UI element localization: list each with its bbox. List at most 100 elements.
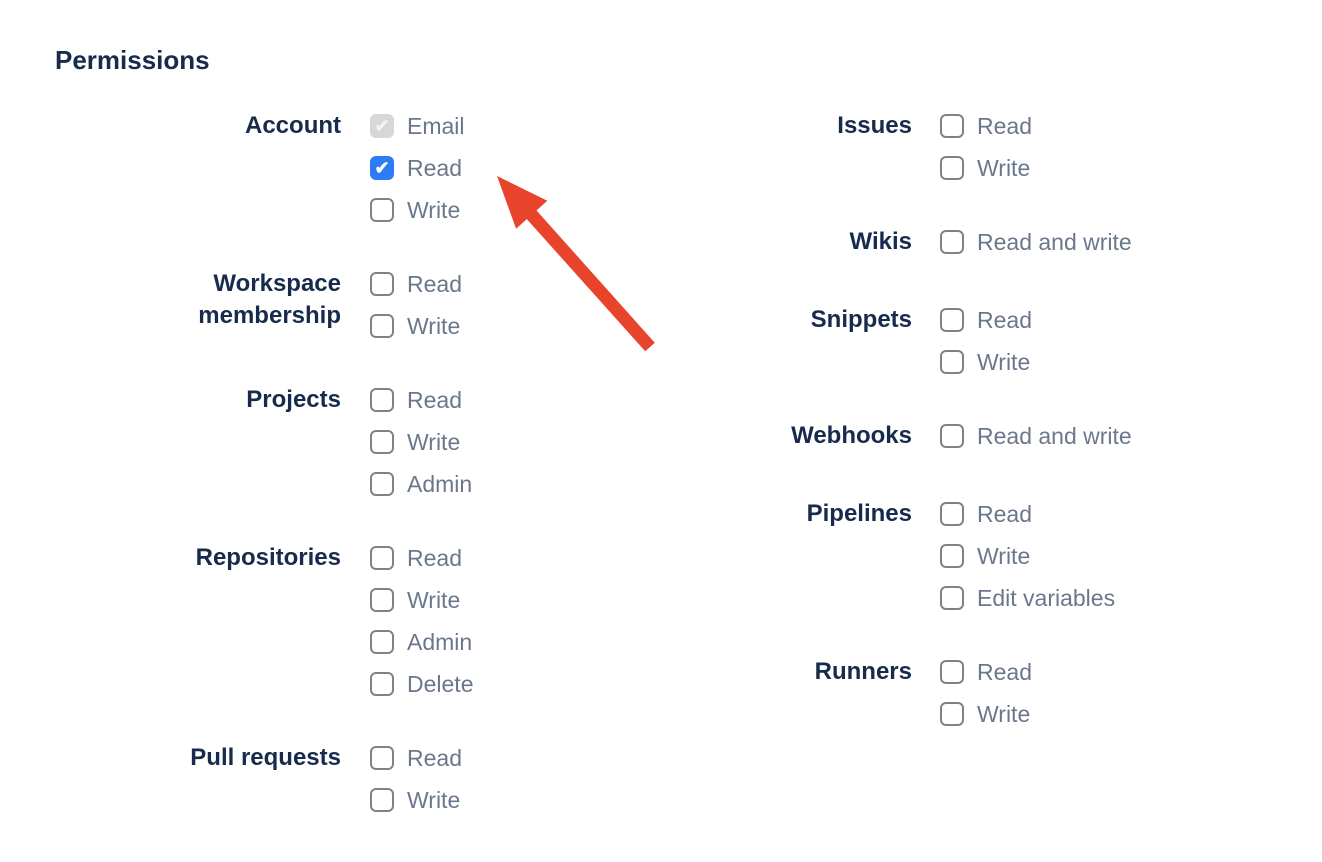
permission-option: Edit variables	[940, 584, 1116, 611]
group-label-issues: Issues	[837, 112, 912, 139]
group-label-repositories: Repositories	[195, 544, 341, 571]
permission-option: Write	[370, 197, 465, 223]
checkbox-snippets-read[interactable]	[940, 308, 964, 332]
checkbox-label-pipelines-write: Write	[977, 542, 1031, 569]
group-pull-requests-options: Read Write	[370, 744, 462, 813]
permission-option: Read	[370, 744, 462, 771]
group-pipelines: Pipelines Read Write Edit variables	[690, 500, 1132, 611]
checkbox-wikis-read-and-write[interactable]	[940, 230, 964, 254]
group-repositories-options: Read Write Admin Delete	[370, 544, 474, 697]
checkbox-repositories-write[interactable]	[370, 588, 394, 612]
checkbox-repositories-admin[interactable]	[370, 630, 394, 654]
permission-option: Read	[940, 306, 1032, 333]
checkbox-workspace-membership-write[interactable]	[370, 314, 394, 338]
permission-option: Admin	[370, 628, 473, 655]
checkbox-projects-write[interactable]	[370, 430, 394, 454]
checkbox-label-repositories-write: Write	[407, 586, 461, 613]
checkbox-label-webhooks-read-and-write: Read and write	[977, 422, 1132, 449]
permission-option: Read and write	[940, 422, 1132, 449]
permission-option: Write	[940, 700, 1032, 727]
checkbox-label-snippets-read: Read	[977, 306, 1032, 333]
checkbox-label-pipelines-edit-variables: Edit variables	[977, 584, 1116, 611]
group-wikis-options: Read and write	[940, 228, 1132, 258]
permission-option: Write	[370, 428, 472, 455]
checkbox-webhooks-read-and-write[interactable]	[940, 424, 964, 448]
checkbox-label-projects-write: Write	[407, 428, 461, 455]
checkbox-label-repositories-read: Read	[407, 544, 462, 571]
permission-option: Write	[370, 312, 462, 339]
checkbox-projects-read[interactable]	[370, 388, 394, 412]
checkbox-issues-write[interactable]	[940, 156, 964, 180]
checkbox-workspace-membership-read[interactable]	[370, 272, 394, 296]
checkbox-account-write[interactable]	[370, 198, 394, 222]
permission-option: Read	[370, 386, 472, 413]
checkbox-label-wikis-read-and-write: Read and write	[977, 228, 1132, 255]
checkbox-label-runners-read: Read	[977, 658, 1032, 685]
group-label-webhooks: Webhooks	[791, 422, 912, 449]
group-webhooks-options: Read and write	[940, 422, 1132, 452]
group-snippets-options: Read Write	[940, 306, 1032, 375]
group-runners-options: Read Write	[940, 658, 1032, 727]
permission-option: Read	[370, 544, 473, 571]
checkbox-label-account-email: Email	[407, 112, 465, 139]
group-account: Account Email Read Write	[55, 112, 473, 223]
group-projects-options: Read Write Admin	[370, 386, 472, 497]
checkbox-repositories-delete[interactable]	[370, 672, 394, 696]
group-repositories: Repositories Read Write Admin Delete	[55, 544, 474, 697]
checkbox-issues-read[interactable]	[940, 114, 964, 138]
checkbox-label-projects-read: Read	[407, 386, 462, 413]
checkbox-label-snippets-write: Write	[977, 348, 1031, 375]
permission-option: Write	[370, 586, 473, 613]
checkbox-label-pull-requests-read: Read	[407, 744, 462, 771]
group-label-projects: Projects	[246, 386, 341, 413]
checkbox-projects-admin[interactable]	[370, 472, 394, 496]
permission-option: Admin	[370, 471, 472, 497]
checkbox-account-read[interactable]	[370, 156, 394, 180]
permission-option: Write	[940, 542, 1115, 569]
checkbox-label-repositories-admin: Admin	[407, 628, 473, 655]
group-issues-options: Read Write	[940, 112, 1032, 181]
checkbox-pipelines-edit-variables[interactable]	[940, 586, 964, 610]
group-projects: Projects Read Write Admin	[55, 386, 473, 497]
checkbox-pipelines-write[interactable]	[940, 544, 964, 568]
checkbox-runners-write[interactable]	[940, 702, 964, 726]
permission-option: Write	[370, 786, 462, 813]
group-label-runners: Runners	[814, 658, 912, 685]
checkbox-runners-read[interactable]	[940, 660, 964, 684]
checkbox-pipelines-read[interactable]	[940, 502, 964, 526]
permission-option: Write	[940, 154, 1032, 181]
page-title: Permissions	[55, 45, 210, 75]
checkbox-label-runners-write: Write	[977, 700, 1031, 727]
permission-option: Read and write	[940, 228, 1132, 255]
permission-option: Read	[370, 154, 465, 181]
group-label-pull-requests: Pull requests	[190, 744, 341, 771]
permission-option: Write	[940, 348, 1032, 375]
group-label-snippets: Snippets	[810, 306, 912, 333]
checkbox-label-pipelines-read: Read	[977, 500, 1032, 527]
group-snippets: Snippets Read Write	[690, 306, 1132, 375]
checkbox-label-workspace-membership-read: Read	[407, 270, 462, 297]
checkbox-label-workspace-membership-write: Write	[407, 312, 461, 339]
checkbox-label-repositories-delete: Delete	[407, 670, 474, 697]
permission-option: Read	[940, 112, 1032, 139]
checkbox-label-pull-requests-write: Write	[407, 786, 461, 813]
checkbox-snippets-write[interactable]	[940, 350, 964, 374]
checkbox-label-issues-read: Read	[977, 112, 1032, 139]
group-label-wikis: Wikis	[849, 228, 912, 255]
group-workspace-membership: Workspace membership Read Write	[55, 270, 473, 339]
permission-option: Email	[370, 112, 465, 139]
checkbox-label-issues-write: Write	[977, 154, 1031, 181]
permission-option: Read	[940, 500, 1115, 527]
group-wikis: Wikis Read and write	[690, 228, 1132, 258]
group-label-pipelines: Pipelines	[806, 500, 912, 527]
permission-option: Delete	[370, 670, 474, 697]
checkbox-label-account-read: Read	[407, 154, 462, 181]
permissions-column-left: Account Email Read Write Workspace membe…	[55, 112, 474, 862]
checkbox-pull-requests-write[interactable]	[370, 788, 394, 812]
group-label-workspace-membership: Workspace membership	[198, 270, 341, 329]
checkbox-repositories-read[interactable]	[370, 546, 394, 570]
group-runners: Runners Read Write	[690, 658, 1132, 727]
group-label-account: Account	[245, 112, 341, 139]
checkbox-pull-requests-read[interactable]	[370, 746, 394, 770]
checkbox-account-email	[370, 114, 394, 138]
